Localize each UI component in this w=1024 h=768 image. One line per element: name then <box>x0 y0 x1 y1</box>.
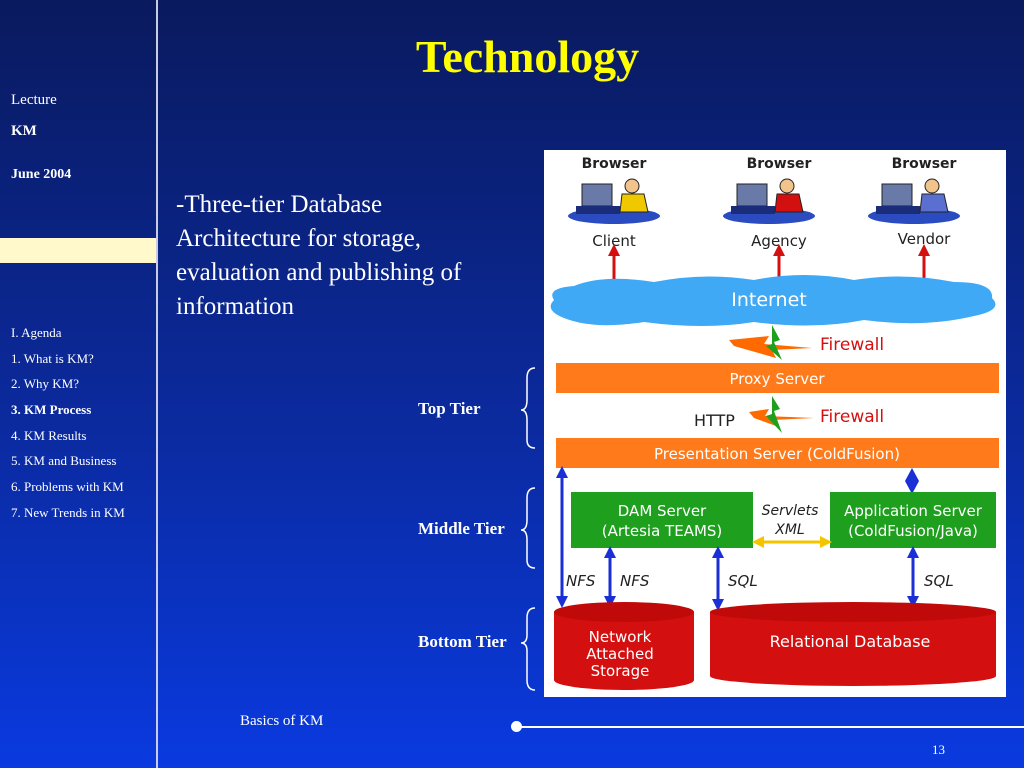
bullet-text: -Three-tier Database Architecture for st… <box>176 191 462 320</box>
slide-title: Technology <box>415 31 640 82</box>
footer-dot-icon <box>511 721 522 732</box>
nas-label-line1: Network <box>589 628 652 646</box>
browser-label-vendor: Browser <box>892 156 957 172</box>
proxy-server-box <box>556 363 999 393</box>
sidebar-course: KM <box>11 123 37 139</box>
firewall-lightning-icon <box>749 409 814 426</box>
workstation-icon <box>568 178 660 224</box>
xml-label: XML <box>774 522 804 538</box>
sidebar-date: June 2004 <box>11 167 72 182</box>
architecture-diagram: Browser Browser Browser Client Agency <box>544 150 1006 697</box>
firewall-bolt-icon <box>766 325 782 360</box>
dam-server-sublabel: (Artesia TEAMS) <box>602 522 723 540</box>
architecture-svg: Browser Browser Browser Client Agency <box>550 156 999 690</box>
sidebar: Lecture KM June 2004 I. Agenda 1. What i… <box>0 0 157 768</box>
sidebar-lecture: Lecture <box>11 92 57 108</box>
footer-line <box>516 726 1024 728</box>
footer-text: Basics of KM <box>240 713 324 729</box>
agenda-item[interactable]: 5. KM and Business <box>11 453 117 469</box>
sidebar-highlight-band <box>0 238 157 263</box>
dam-server-box <box>571 492 753 548</box>
agenda-item[interactable]: 6. Problems with KM <box>11 479 124 495</box>
browser-label-agency: Browser <box>747 156 812 172</box>
agenda-item[interactable]: 7. New Trends in KM <box>11 504 125 520</box>
page-number: 13 <box>932 742 945 757</box>
agenda-item[interactable]: I. Agenda <box>11 325 62 340</box>
sidebar-divider <box>156 0 158 768</box>
nfs-label-2: NFS <box>620 572 650 590</box>
rdb-label: Relational Database <box>770 632 931 651</box>
agenda-item[interactable]: 4. KM Results <box>11 427 87 443</box>
agenda-item[interactable]: 2. Why KM? <box>11 376 80 392</box>
dam-server-label: DAM Server <box>618 502 707 520</box>
internet-cloud <box>550 275 996 326</box>
app-server-sublabel: (ColdFusion/Java) <box>848 522 978 540</box>
http-label: HTTP <box>694 411 735 430</box>
nas-label-line2: Attached <box>586 645 653 663</box>
agenda-list: I. Agenda 1. What is KM? 2. Why KM? 3. K… <box>11 324 125 530</box>
application-server-box <box>830 492 996 548</box>
presentation-server-label: Presentation Server (ColdFusion) <box>654 445 900 463</box>
proxy-server-label: Proxy Server <box>729 370 825 388</box>
tier-label-bottom: Bottom Tier <box>418 632 507 651</box>
tier-label-middle: Middle Tier <box>418 519 505 538</box>
nfs-label-1: NFS <box>566 572 596 590</box>
tier-label-top: Top Tier <box>418 399 481 418</box>
presentation-server-box <box>556 438 999 468</box>
firewall-bolt-icon <box>766 396 782 433</box>
nas-cylinder <box>554 602 694 690</box>
internet-label: Internet <box>731 289 806 311</box>
servlets-label: Servlets <box>762 503 819 519</box>
browser-label-client: Browser <box>582 156 647 172</box>
rdb-cylinder <box>710 602 996 686</box>
brace-bottom <box>520 607 536 691</box>
vendor-label: Vendor <box>898 230 952 248</box>
app-server-label: Application Server <box>844 502 983 520</box>
brace-middle <box>520 487 536 569</box>
sql-label-2: SQL <box>924 572 954 590</box>
firewall-label-2: Firewall <box>820 407 884 427</box>
agenda-item-active[interactable]: 3. KM Process <box>11 402 92 418</box>
firewall-label-1: Firewall <box>820 335 884 355</box>
agenda-item[interactable]: 1. What is KM? <box>11 350 94 366</box>
workstation-icon <box>723 178 815 224</box>
agency-label: Agency <box>751 232 807 250</box>
brace-top <box>520 367 536 449</box>
workstation-icon <box>868 178 960 224</box>
tier-braces <box>520 367 536 691</box>
nas-label-line3: Storage <box>591 662 650 680</box>
sql-label-1: SQL <box>728 572 758 590</box>
presentation-app-connector-icon <box>905 468 919 494</box>
client-label: Client <box>592 232 636 250</box>
